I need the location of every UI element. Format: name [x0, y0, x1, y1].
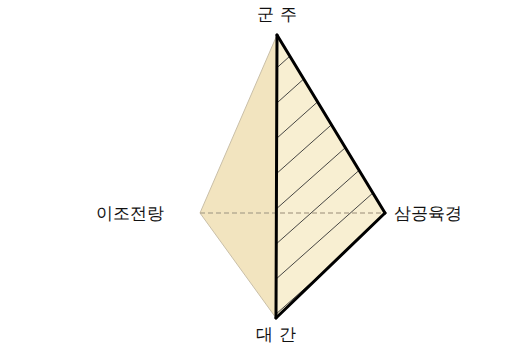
hidden-edge	[200, 212, 385, 214]
left-face	[200, 35, 277, 318]
face-hatching	[230, 20, 420, 350]
right-face	[276, 35, 385, 318]
vertex-label: 군 주	[257, 4, 296, 24]
vertex-label: 이조전랑	[96, 203, 164, 223]
vertex-label: 삼공육경	[394, 203, 462, 223]
bold-edges	[276, 35, 385, 318]
vertex-label: 대 간	[256, 324, 295, 344]
